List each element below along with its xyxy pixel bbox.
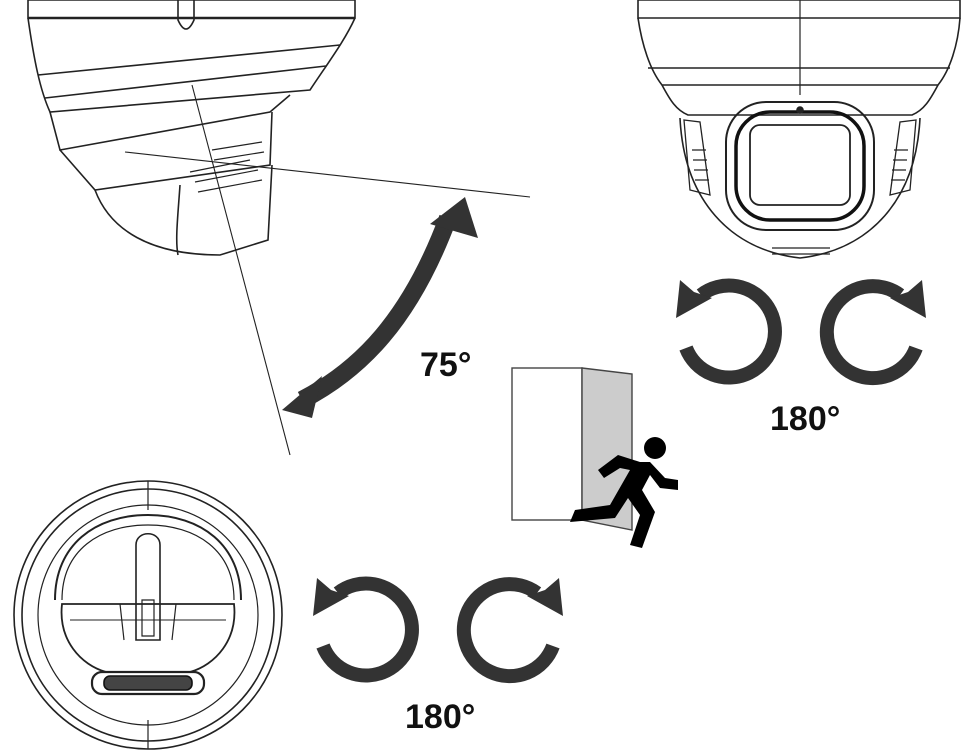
emergency-exit-door-icon [511, 367, 678, 548]
pan-angle-label-bottom: 180° [405, 698, 476, 736]
double-headed-curved-arrow-icon [282, 197, 478, 418]
dome-camera-front-view-icon [637, 0, 961, 259]
rotate-counterclockwise-icon [676, 278, 782, 385]
rotate-clockwise-icon [456, 577, 563, 684]
rotate-counterclockwise-icon [313, 576, 419, 683]
pan-angle-label-top: 180° [770, 400, 841, 438]
dome-camera-side-view-icon [27, 0, 531, 456]
tilt-angle-label: 75° [420, 346, 472, 384]
dome-camera-bottom-view-icon [13, 480, 283, 750]
rotate-clockwise-icon [819, 279, 926, 386]
